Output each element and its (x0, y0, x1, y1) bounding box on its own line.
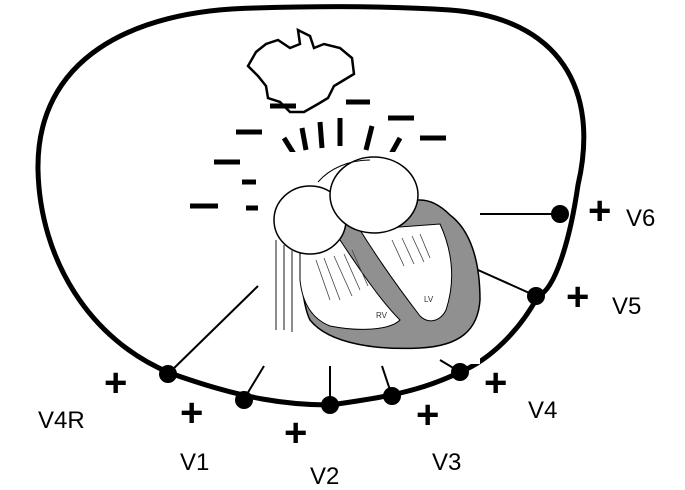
label-v2: V2 (310, 463, 339, 490)
label-v3: V3 (432, 449, 461, 476)
label-v4r: V4R (38, 407, 85, 434)
label-v4: V4 (528, 397, 557, 424)
plus-v6: + (588, 189, 611, 233)
vertebra-shape (248, 30, 354, 112)
lv-label: LV (424, 295, 434, 304)
plus-v1: + (180, 391, 203, 435)
plus-v3: + (416, 393, 439, 437)
label-v1: V1 (180, 449, 209, 476)
electrode-v2 (321, 396, 339, 414)
plus-v4r: + (104, 361, 127, 405)
plus-v4: + (484, 361, 507, 405)
plus-v2: + (284, 411, 307, 455)
electrode-v5 (527, 287, 545, 305)
plus-v5: + (566, 275, 589, 319)
electrode-v1 (235, 391, 253, 409)
electrode-v4r (159, 365, 177, 383)
label-v6: V6 (626, 205, 655, 232)
label-v5: V5 (612, 293, 641, 320)
left-atrium (330, 157, 418, 233)
rv-label: RV (376, 311, 388, 320)
electrode-v4 (451, 363, 469, 381)
electrode-v6 (551, 205, 569, 223)
electrode-v3 (383, 387, 401, 405)
